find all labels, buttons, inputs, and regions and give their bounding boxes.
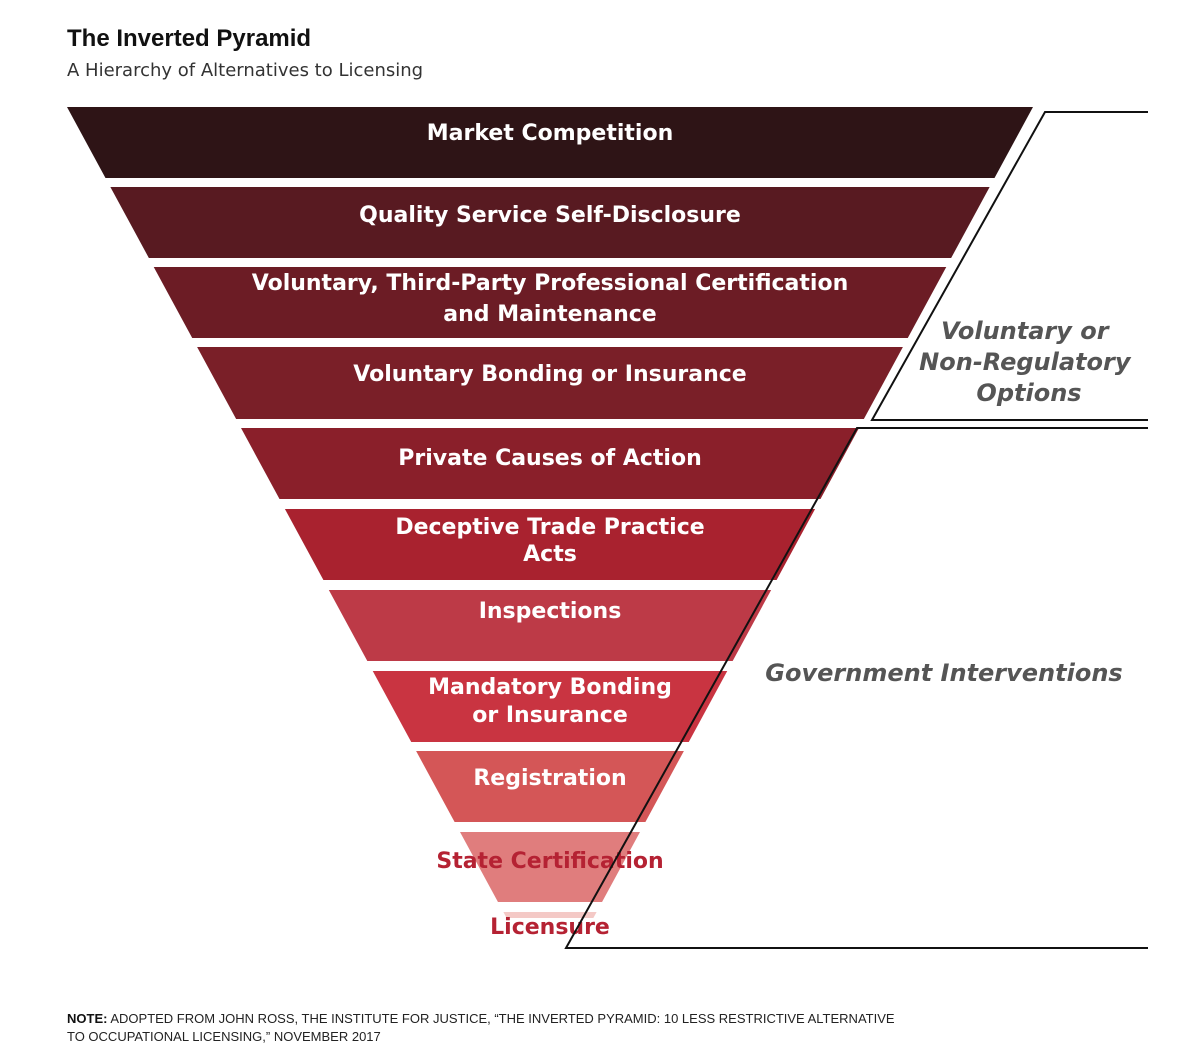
tier-voluntary-bonding-insurance xyxy=(197,347,903,419)
tier-label-market-competition: Market Competition xyxy=(427,121,673,146)
government-bracket xyxy=(564,427,1148,949)
tier-label-quality-service-self-disclosure: Quality Service Self-Disclosure xyxy=(359,203,741,228)
tier-private-causes-of-action xyxy=(241,428,859,499)
tier-label-licensure: Licensure xyxy=(490,915,610,940)
voluntary-group-label: Voluntary or Non-Regulatory Options xyxy=(919,317,1139,407)
tier-mandatory-bonding-insurance xyxy=(372,671,728,742)
diagram-title: The Inverted Pyramid xyxy=(67,25,311,52)
tier-label-private-causes-of-action: Private Causes of Action xyxy=(398,446,701,471)
source-note-line-2: TO OCCUPATIONAL LICENSING,” NOVEMBER 201… xyxy=(67,1029,381,1044)
tier-label-voluntary-third-party-certification: Voluntary, Third-Party Professional Cert… xyxy=(252,271,848,296)
tier-quality-service-self-disclosure xyxy=(110,187,990,258)
tier-registration xyxy=(416,751,684,822)
tier-label-mandatory-bonding-insurance: or Insurance xyxy=(472,703,628,728)
tier-label-registration: Registration xyxy=(473,766,626,791)
voluntary-bracket xyxy=(870,111,1148,421)
tier-label-voluntary-bonding-insurance: Voluntary Bonding or Insurance xyxy=(353,362,746,387)
tier-label-state-certification: State Certification xyxy=(436,849,663,874)
source-note-line-1: NOTE: ADOPTED FROM JOHN ROSS, THE INSTIT… xyxy=(67,1011,895,1026)
government-group-label: Government Interventions xyxy=(765,659,1122,687)
tier-licensure xyxy=(503,912,597,918)
tier-label-deceptive-trade-practice-acts: Acts xyxy=(523,542,577,567)
tier-label-voluntary-third-party-certification: and Maintenance xyxy=(443,302,656,327)
tier-inspections xyxy=(328,590,772,661)
tier-deceptive-trade-practice-acts xyxy=(284,509,816,580)
tier-market-competition xyxy=(67,107,1033,178)
tier-state-certification xyxy=(460,832,640,902)
tier-label-deceptive-trade-practice-acts: Deceptive Trade Practice xyxy=(395,515,704,540)
diagram-subtitle: A Hierarchy of Alternatives to Licensing xyxy=(67,60,423,81)
tier-label-mandatory-bonding-insurance: Mandatory Bonding xyxy=(428,675,672,700)
tier-label-inspections: Inspections xyxy=(479,599,622,624)
tier-voluntary-third-party-certification xyxy=(153,267,947,338)
